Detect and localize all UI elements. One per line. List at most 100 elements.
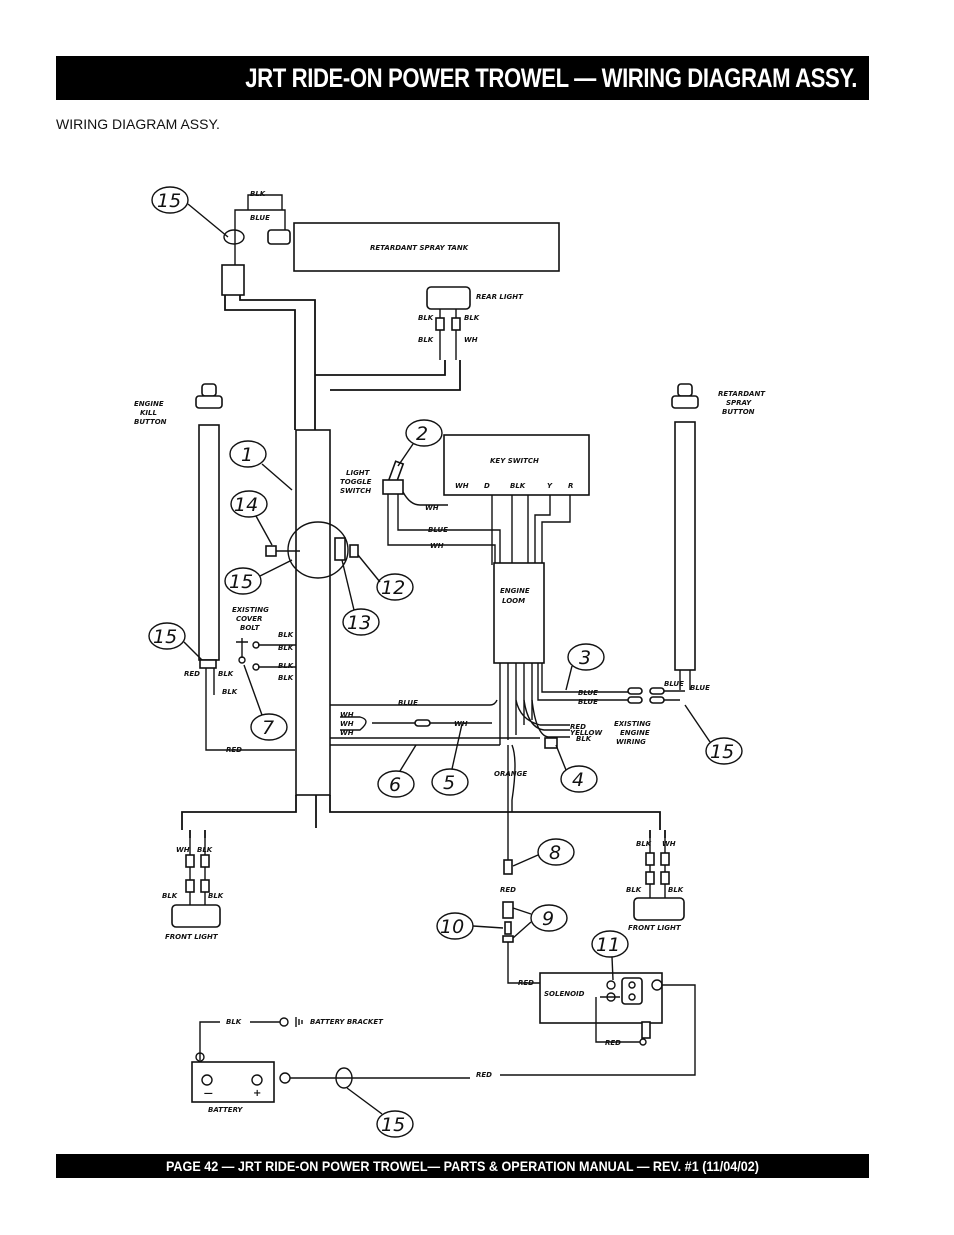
label-blue-rsb: BLUE: [664, 680, 684, 688]
label-blk-cb3: BLK: [278, 662, 294, 670]
label-red-sol: RED: [518, 979, 534, 987]
battery: BLK BATTERY BRACKET — + RED BATTERY: [191, 1017, 492, 1114]
label-blk-fr2: BLK: [626, 886, 642, 894]
label-wh-ks: WH: [455, 482, 469, 490]
solenoid-body: [539, 972, 663, 1024]
label-r-ks: R: [568, 482, 573, 490]
label-front-light-l: FRONT LIGHT: [165, 933, 219, 941]
retardant-spray-tube: [674, 421, 696, 671]
front-light-left: WH BLK BLK BLK FRONT LIGHT: [162, 838, 224, 941]
rear-light: REAR LIGHT BLK BLK BLK WH: [418, 286, 524, 360]
engine-kill-button: ENGINE KILL BUTTON RED BLK BLK RED: [134, 383, 295, 754]
callout-8: [537, 838, 575, 866]
label-blue-lts: BLUE: [428, 526, 448, 534]
svg-text:8: 8: [549, 842, 561, 864]
callout-3: [567, 643, 605, 671]
label-front-light-r: FRONT LIGHT: [628, 924, 682, 932]
label-wh-c: WH: [340, 729, 354, 737]
svg-text:9: 9: [542, 908, 554, 930]
label-blk-cb2: BLK: [278, 644, 294, 652]
label-lts-2: TOGGLE: [340, 478, 372, 486]
footer-text: PAGE 42 — JRT RIDE-ON POWER TROWEL— PART…: [165, 1158, 759, 1174]
rear-light-body: [426, 286, 471, 310]
label-blue-loom2: BLUE: [578, 698, 598, 706]
callout-13: [342, 608, 380, 636]
label-wh-rl: WH: [464, 336, 478, 344]
svg-text:2: 2: [416, 423, 428, 445]
label-blk-ek: BLK: [218, 670, 234, 678]
label-lts-3: SWITCH: [340, 487, 371, 495]
page-header: JRT RIDE-ON POWER TROWEL — WIRING DIAGRA…: [56, 56, 869, 100]
callout-15-d: [705, 737, 743, 765]
callout-5: [431, 768, 469, 796]
callout-9: [530, 904, 568, 932]
svg-text:14: 14: [234, 494, 258, 516]
label-blk-tank: BLK: [250, 190, 266, 198]
label-red-ek: RED: [184, 670, 200, 678]
svg-text:—: —: [204, 1089, 213, 1099]
label-blk-rl3: BLK: [418, 336, 434, 344]
label-blk-cb1: BLK: [278, 631, 294, 639]
fuse-line: RED RED: [500, 859, 540, 987]
label-blk-batt: BLK: [226, 1018, 242, 1026]
front-light-right-body: [633, 897, 685, 921]
label-red-ek2: RED: [226, 746, 242, 754]
svg-text:10: 10: [440, 916, 464, 938]
callout-15-e: [376, 1110, 414, 1138]
label-solenoid: SOLENOID: [544, 990, 585, 998]
spray-tank-body: [293, 222, 560, 272]
label-d-ks: D: [484, 482, 490, 490]
label-blk-cb4: BLK: [278, 674, 294, 682]
label-yellow-ew: YELLOW: [570, 729, 602, 737]
label-lts-1: LIGHT: [346, 469, 371, 477]
callouts: 15 2 1 14 15 12 13 15 3 7 15 6 5 4 8 10 …: [148, 186, 743, 1138]
svg-text:12: 12: [381, 577, 405, 599]
label-blk-fr3: BLK: [668, 886, 684, 894]
label-engine-kill-2: KILL: [140, 409, 157, 417]
label-wh-lts2: WH: [430, 542, 444, 550]
label-rsb-1: RETARDANT: [718, 390, 766, 398]
label-rsb-2: SPRAY: [726, 399, 752, 407]
label-battery-bracket-text: BATTERY BRACKET: [310, 1018, 384, 1026]
lower-wiring: WH WH WH BLUE WH ORANGE: [330, 699, 540, 860]
callout-15-a: [151, 186, 189, 214]
label-engine-kill-1: ENGINE: [134, 400, 164, 408]
label-spray-tank: RETARDANT SPRAY TANK: [370, 244, 469, 252]
label-ew-2: ENGINE: [620, 729, 650, 737]
svg-text:5: 5: [443, 772, 455, 794]
label-wh-fr: WH: [662, 840, 676, 848]
callout-1: [229, 440, 267, 468]
label-blue-lower: BLUE: [398, 699, 418, 707]
label-ecb-2: COVER: [236, 615, 262, 623]
main-harness: [181, 265, 666, 838]
key-switch-body: [443, 434, 590, 496]
label-ew-1: EXISTING: [614, 720, 651, 728]
label-blue-rsb2: BLUE: [690, 684, 710, 692]
label-blk-fr1: BLK: [636, 840, 652, 848]
label-loom-1: ENGINE: [500, 587, 530, 595]
label-blue-loom1: BLUE: [578, 689, 598, 697]
svg-text:15: 15: [381, 1114, 405, 1136]
svg-text:13: 13: [347, 612, 371, 634]
callout-14: [230, 490, 268, 518]
callout-15-b: [224, 567, 262, 595]
label-ecb-3: BOLT: [240, 624, 261, 632]
svg-text:+: +: [253, 1088, 261, 1099]
label-key-switch: KEY SWITCH: [490, 457, 539, 465]
page-title: JRT RIDE-ON POWER TROWEL — WIRING DIAGRA…: [245, 63, 857, 93]
label-blk-ks: BLK: [510, 482, 526, 490]
label-ecb-1: EXISTING: [232, 606, 269, 614]
callout-7: [250, 713, 288, 741]
label-wh-lts: WH: [425, 504, 439, 512]
engine-kill-tube: [198, 424, 220, 661]
harness-trunk: [295, 429, 331, 796]
solenoid: SOLENOID RED: [500, 972, 696, 1076]
callout-12: [376, 573, 414, 601]
spray-tank: BLK BLUE RETARDANT SPRAY TANK: [221, 190, 560, 296]
label-red-batt: RED: [476, 1071, 492, 1079]
label-wh-b: WH: [340, 720, 354, 728]
section-subtitle: WIRING DIAGRAM ASSY.: [56, 116, 220, 132]
cover-bolt-area: EXISTING COVER BOLT BLK BLK BLK BLK: [232, 521, 359, 682]
callout-4: [560, 765, 598, 793]
label-y-ks: Y: [547, 482, 553, 490]
